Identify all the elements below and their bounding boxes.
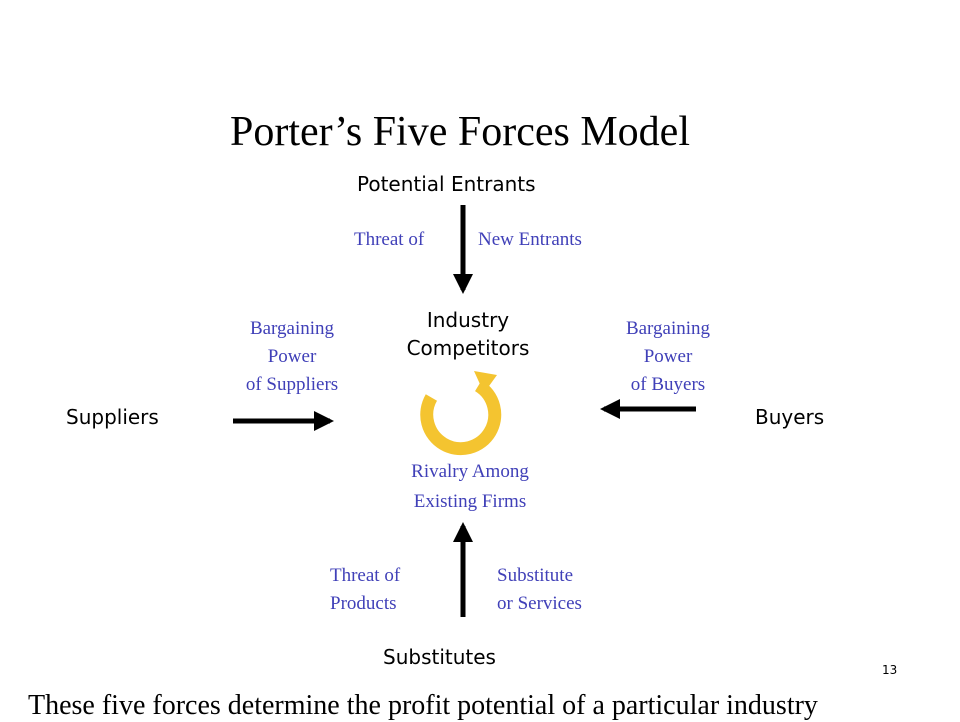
force-buyers-line2: Power bbox=[643, 346, 693, 367]
node-substitutes: Substitutes bbox=[383, 645, 496, 669]
force-substitutes-right: Substitute or Services bbox=[497, 562, 582, 618]
force-substitutes-left-line1: Threat of bbox=[330, 565, 401, 586]
node-industry-competitors: Industry Competitors bbox=[388, 306, 548, 362]
force-buyers-line1: Bargaining bbox=[625, 318, 711, 339]
force-suppliers-line2: Power bbox=[267, 346, 317, 367]
force-new-entrants-left: Threat of bbox=[354, 229, 425, 250]
cycle-arrow-icon bbox=[420, 371, 502, 456]
force-buyers-line3: of Buyers bbox=[630, 374, 706, 395]
force-suppliers: Bargaining Power of Suppliers bbox=[212, 315, 372, 399]
node-potential-entrants: Potential Entrants bbox=[357, 172, 536, 196]
industry-label-line2: Competitors bbox=[406, 336, 530, 360]
force-substitutes-right-line1: Substitute bbox=[497, 565, 574, 586]
force-substitutes-right-line2: or Services bbox=[497, 593, 582, 614]
force-substitutes-left-line2: Products bbox=[330, 593, 397, 614]
force-buyers: Bargaining Power of Buyers bbox=[588, 315, 748, 399]
node-buyers: Buyers bbox=[755, 405, 825, 429]
page-number: 13 bbox=[882, 663, 898, 677]
force-rivalry: Rivalry Among Existing Firms bbox=[380, 457, 560, 517]
force-rivalry-line2: Existing Firms bbox=[413, 491, 527, 512]
force-suppliers-line3: of Suppliers bbox=[245, 374, 339, 395]
force-rivalry-line1: Rivalry Among bbox=[411, 461, 529, 482]
footer-statement: These five forces determine the profit p… bbox=[28, 690, 818, 721]
force-suppliers-line1: Bargaining bbox=[249, 318, 335, 339]
industry-label-line1: Industry bbox=[426, 308, 510, 332]
node-suppliers: Suppliers bbox=[66, 405, 159, 429]
slide-title: Porter’s Five Forces Model bbox=[229, 109, 690, 155]
force-substitutes-left: Threat of Products bbox=[330, 562, 400, 618]
force-new-entrants-right: New Entrants bbox=[478, 229, 582, 250]
